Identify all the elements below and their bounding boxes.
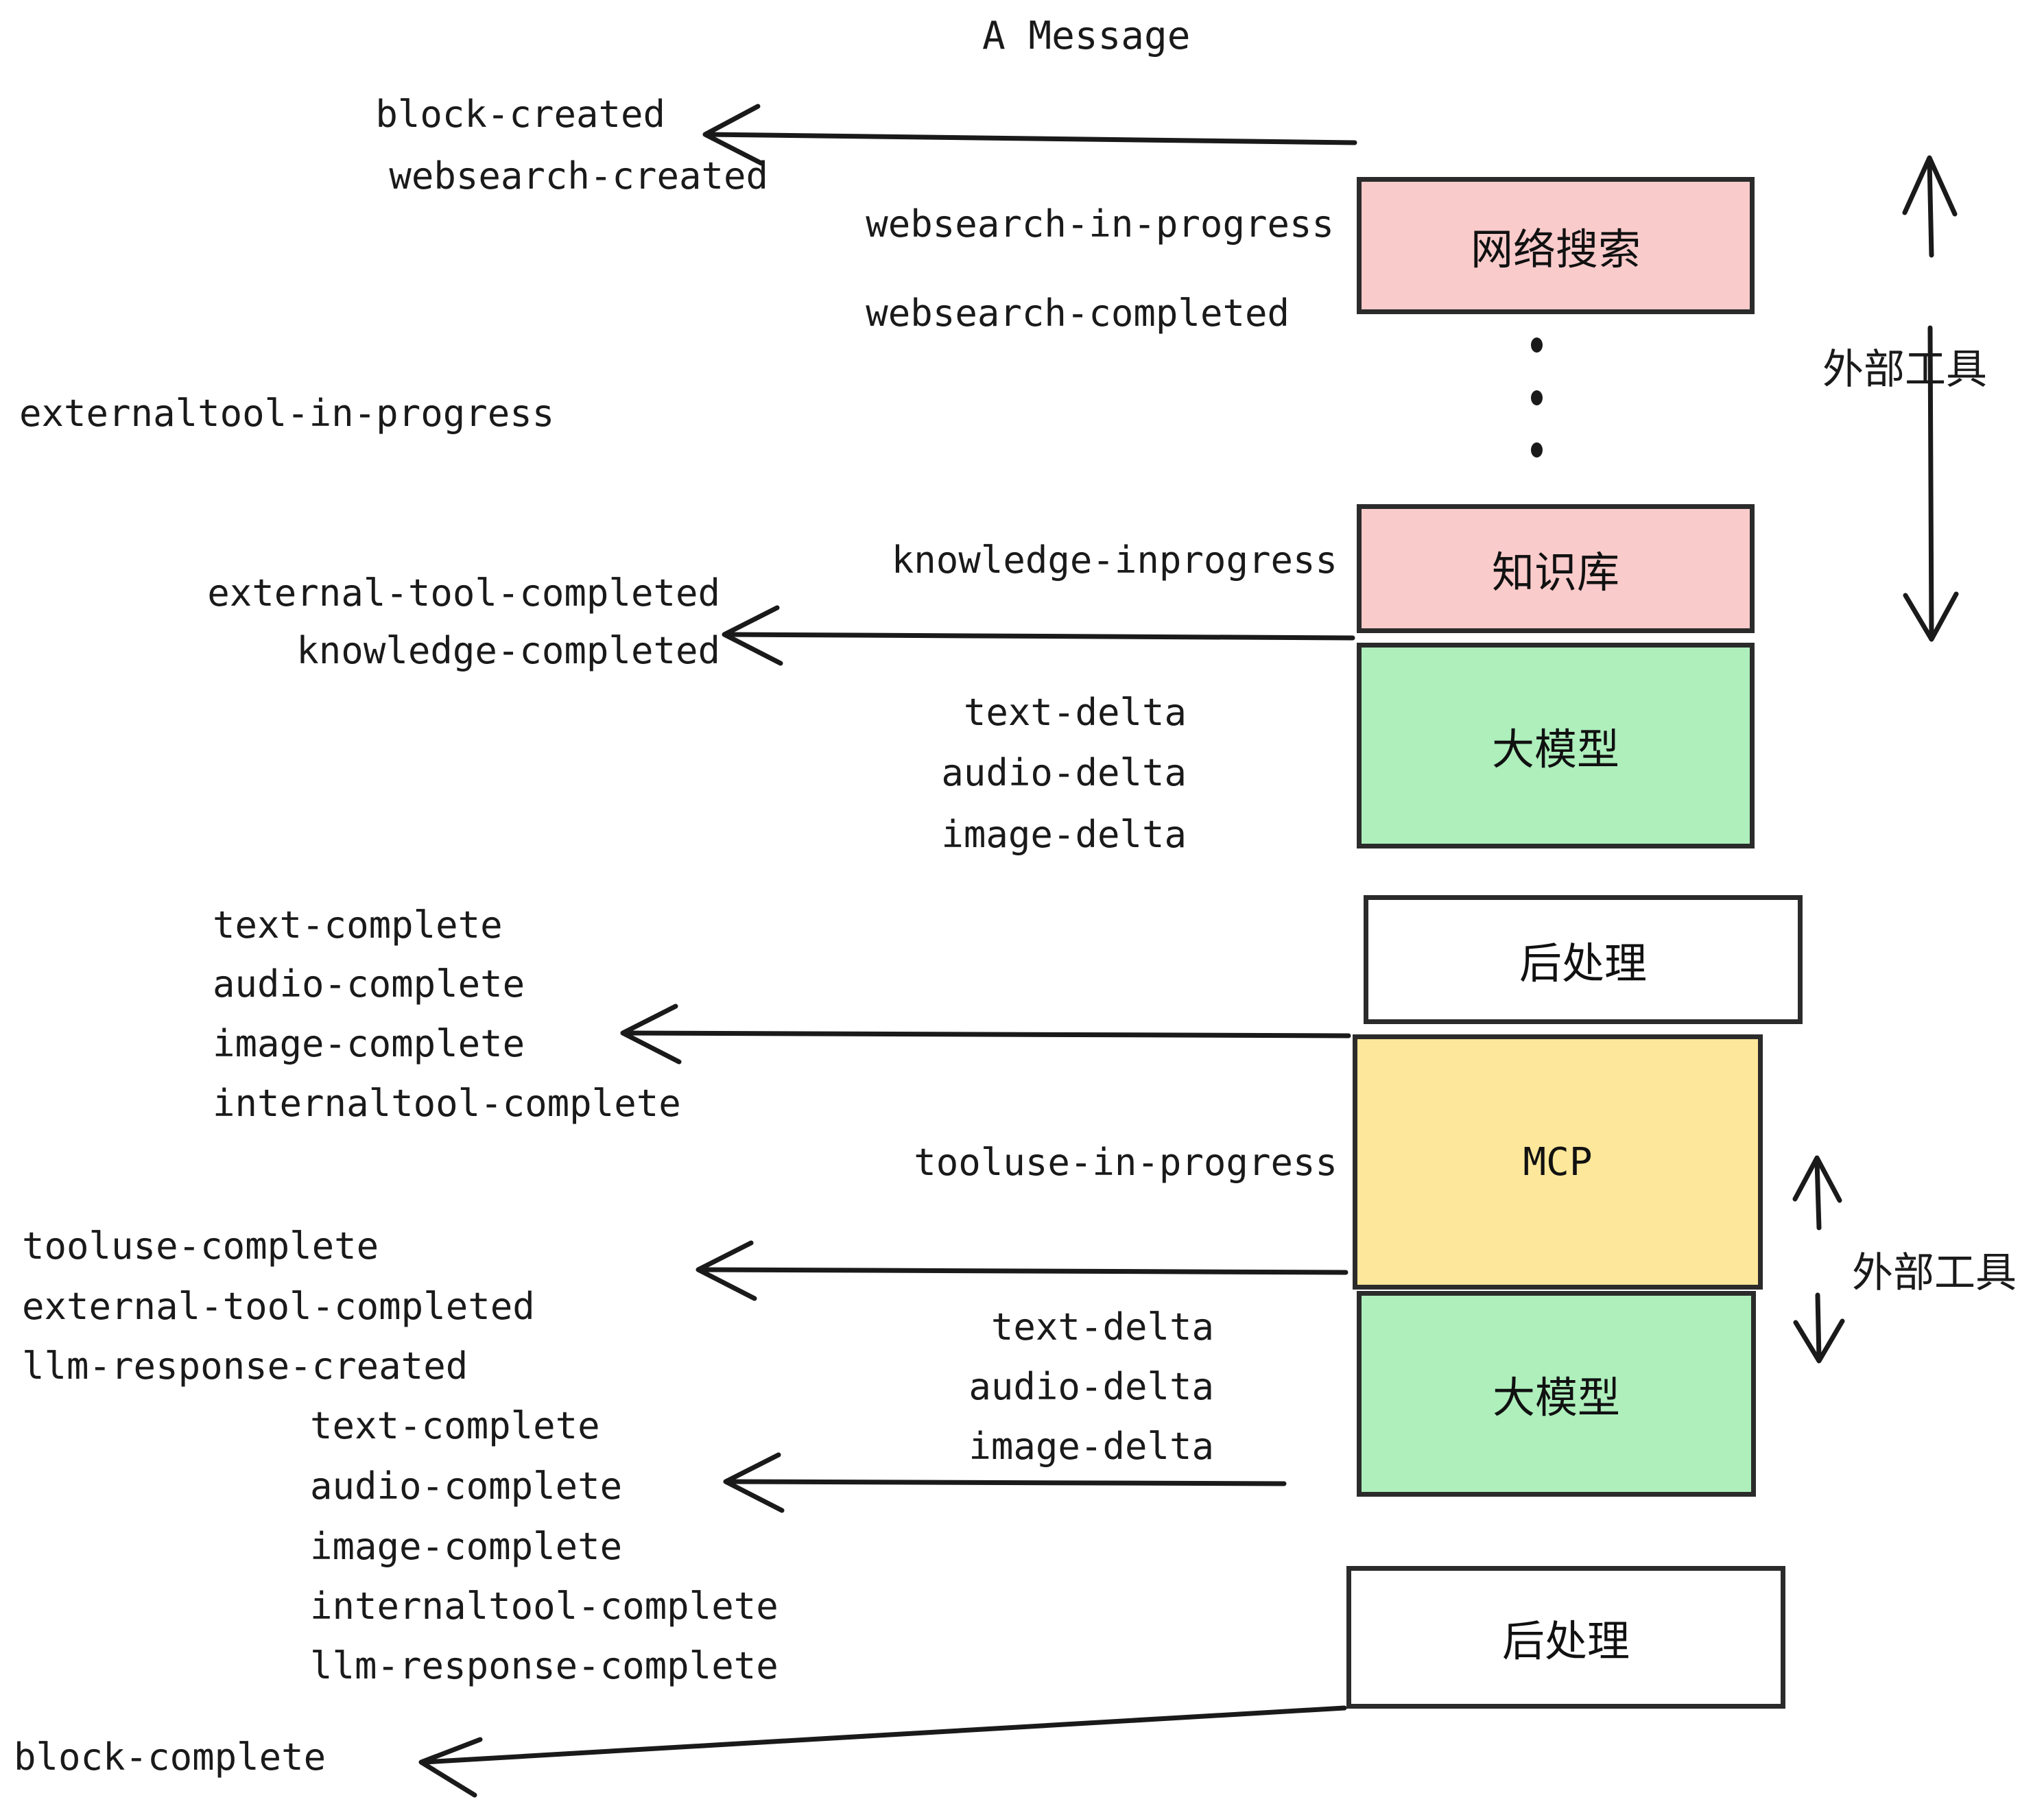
event-audio-complete-2: audio-complete xyxy=(310,1464,623,1508)
event-image-complete-1: image-complete xyxy=(213,1022,525,1065)
box-llm-bottom[interactable]: 大模型 xyxy=(1357,1291,1756,1497)
event-external-tool-completed-2: external-tool-completed xyxy=(22,1285,535,1328)
box-postprocess-bottom[interactable]: 后处理 xyxy=(1346,1566,1785,1709)
event-image-complete-2: image-complete xyxy=(310,1525,623,1568)
event-llm-response-created: llm-response-created xyxy=(22,1344,468,1388)
event-tooluse-complete: tooluse-complete xyxy=(22,1224,379,1268)
box-postprocess-top[interactable]: 后处理 xyxy=(1364,895,1803,1024)
box-postprocess-top-label: 后处理 xyxy=(1519,938,1647,988)
event-internaltool-complete-1: internaltool-complete xyxy=(213,1082,681,1125)
ellipsis-dot xyxy=(1530,442,1543,458)
ellipsis-dot xyxy=(1530,390,1543,405)
box-mcp[interactable]: MCP xyxy=(1353,1034,1763,1290)
box-postprocess-bottom-label: 后处理 xyxy=(1501,1616,1630,1666)
event-audio-delta-1: audio-delta xyxy=(941,751,1187,794)
event-block-created: block-created xyxy=(375,93,665,136)
box-llm-bottom-label: 大模型 xyxy=(1492,1373,1620,1423)
event-externaltool-in-progress: externaltool-in-progress xyxy=(19,392,555,435)
vertical-ellipsis xyxy=(1529,337,1544,458)
event-text-complete-1: text-complete xyxy=(213,903,503,947)
event-websearch-in-progress: websearch-in-progress xyxy=(866,202,1334,246)
box-knowledge-label: 知识库 xyxy=(1491,547,1619,597)
external-tools-label-bottom: 外部工具 xyxy=(1852,1249,2017,1297)
box-websearch[interactable]: 网络搜索 xyxy=(1357,177,1755,314)
event-text-complete-2: text-complete xyxy=(310,1404,600,1447)
ellipsis-dot xyxy=(1530,337,1543,353)
box-mcp-label: MCP xyxy=(1523,1139,1593,1185)
box-llm-top-label: 大模型 xyxy=(1491,724,1619,774)
event-audio-complete-1: audio-complete xyxy=(213,962,525,1006)
event-text-delta-2: text-delta xyxy=(990,1305,1214,1349)
event-block-complete: block-complete xyxy=(14,1735,326,1779)
event-tooluse-in-progress: tooluse-in-progress xyxy=(914,1141,1338,1184)
event-image-delta-2: image-delta xyxy=(968,1425,1214,1468)
event-websearch-created: websearch-created xyxy=(389,154,768,198)
external-tools-label-top: 外部工具 xyxy=(1822,346,1987,394)
box-websearch-label: 网络搜索 xyxy=(1470,224,1641,274)
event-text-delta-1: text-delta xyxy=(963,691,1187,734)
event-internaltool-complete-2: internaltool-complete xyxy=(310,1585,779,1628)
event-image-delta-1: image-delta xyxy=(941,813,1187,856)
event-audio-delta-2: audio-delta xyxy=(968,1365,1214,1408)
page-title: A Message xyxy=(982,14,1191,58)
event-llm-response-complete: llm-response-complete xyxy=(310,1644,779,1687)
event-knowledge-completed: knowledge-completed xyxy=(296,629,720,672)
box-knowledge[interactable]: 知识库 xyxy=(1357,504,1755,633)
event-knowledge-inprogress: knowledge-inprogress xyxy=(891,538,1338,582)
box-llm-top[interactable]: 大模型 xyxy=(1357,643,1755,848)
event-external-tool-completed-1: external-tool-completed xyxy=(207,571,720,615)
event-websearch-completed: websearch-completed xyxy=(866,292,1290,335)
